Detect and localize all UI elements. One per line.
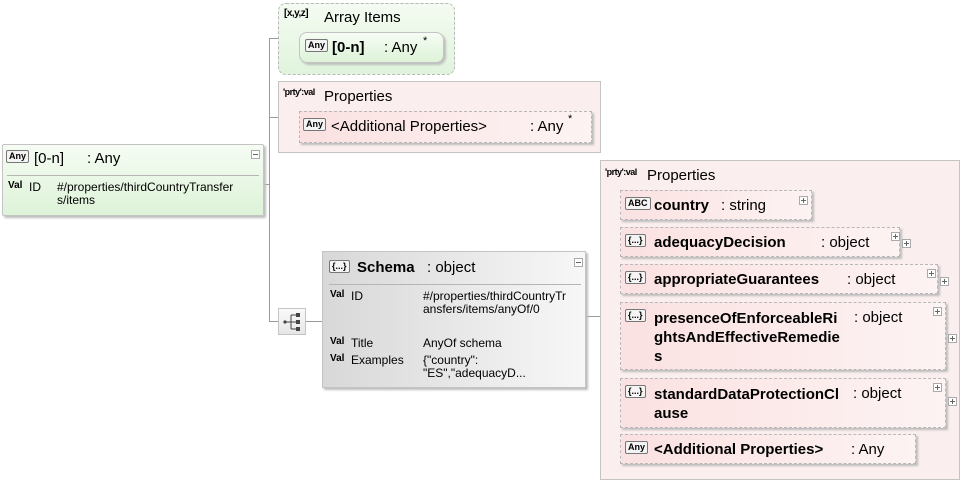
connector-root xyxy=(264,184,270,185)
anyof-schema-box[interactable]: {...} Schema : object Val ID #/propertie… xyxy=(322,251,586,388)
properties-top-title: Properties xyxy=(324,88,393,105)
property-type: : object xyxy=(854,309,903,326)
val-icon: Val xyxy=(8,180,23,191)
array-item-name: [0-n] xyxy=(332,39,365,56)
val-icon: Val xyxy=(330,353,345,364)
schema-examples-label: Examples xyxy=(351,353,404,367)
schema-id-value: #/properties/thirdCountryTransfers/items… xyxy=(423,289,566,316)
property-name: adequacyDecision xyxy=(654,234,786,251)
expand-icon[interactable] xyxy=(927,269,936,278)
schema-type: : object xyxy=(427,259,476,276)
any-type-icon: Any xyxy=(6,150,30,163)
additional-properties-suffix: * xyxy=(568,113,573,125)
expand-icon[interactable] xyxy=(799,196,808,205)
schema-title-label: Title xyxy=(351,336,374,350)
properties-top-container: 'prty':val Properties Any <Additional Pr… xyxy=(278,81,601,153)
string-type-icon: ABC xyxy=(625,197,651,210)
any-type-icon: Any xyxy=(303,118,327,131)
property-additional-properties[interactable]: Any <Additional Properties> : Any xyxy=(620,434,916,464)
collapse-icon[interactable] xyxy=(251,150,260,159)
root-id-value: #/properties/thirdCountryTransfers/items xyxy=(57,180,234,207)
expand-icon[interactable] xyxy=(933,307,942,316)
property-name: <Additional Properties> xyxy=(654,441,824,458)
property-type: : object xyxy=(847,271,896,288)
properties-prefix: 'prty':val xyxy=(605,167,637,177)
property-type: : object xyxy=(853,385,902,402)
collapse-icon[interactable] xyxy=(574,258,583,267)
property-name: appropriateGuarantees xyxy=(654,271,820,288)
array-item-type: : Any xyxy=(384,39,418,56)
val-icon: Val xyxy=(330,289,345,300)
additional-properties-element[interactable]: Any <Additional Properties> : Any * xyxy=(299,111,592,143)
additional-properties-type: : Any xyxy=(530,118,564,135)
expand-icon[interactable] xyxy=(891,232,900,241)
array-items-container: [x,y,z] Array Items Any [0-n] : Any * xyxy=(278,3,455,75)
property-standard-data-protection-clause[interactable]: {...} standardDataProtectionClause : obj… xyxy=(620,378,946,428)
val-icon: Val xyxy=(330,336,345,347)
schema-title-value: AnyOf schema xyxy=(423,336,502,350)
property-adequacy-decision[interactable]: {...} adequacyDecision : object xyxy=(620,227,900,257)
expand-children-icon[interactable] xyxy=(948,397,957,406)
any-type-icon: Any xyxy=(305,39,329,52)
connector-properties-top xyxy=(269,117,281,118)
expand-children-icon[interactable] xyxy=(940,277,949,286)
object-type-icon: {...} xyxy=(625,234,646,247)
object-type-icon: {...} xyxy=(329,260,350,273)
property-presence-of-enforceable-rights[interactable]: {...} presenceOfEnforceableRightsAndEffe… xyxy=(620,302,946,370)
property-type: : object xyxy=(821,234,870,251)
array-item-element[interactable]: Any [0-n] : Any * xyxy=(299,32,444,63)
schema-title: Schema xyxy=(357,259,415,276)
array-item-suffix: * xyxy=(423,35,428,47)
expand-children-icon[interactable] xyxy=(948,334,957,343)
object-type-icon: {...} xyxy=(625,385,646,398)
root-element-box[interactable]: Any [0-n] : Any Val ID #/properties/thir… xyxy=(2,144,264,216)
property-name: presenceOfEnforceableRightsAndEffectiveR… xyxy=(654,310,840,365)
object-type-icon: {...} xyxy=(625,271,646,284)
properties-right-title: Properties xyxy=(647,167,716,184)
property-type: : Any xyxy=(851,441,885,458)
property-country[interactable]: ABC country : string xyxy=(620,190,812,220)
schema-id-label: ID xyxy=(351,289,363,303)
properties-prefix: 'prty':val xyxy=(283,87,315,97)
connector-trunk xyxy=(269,38,270,322)
expand-children-icon[interactable] xyxy=(902,239,911,248)
root-id-label: ID xyxy=(29,180,41,194)
connector-schema-props xyxy=(586,316,600,317)
divider xyxy=(329,284,581,285)
root-type: : Any xyxy=(87,150,121,167)
connector-choice-schema xyxy=(306,321,322,322)
property-name: standardDataProtectionClause xyxy=(654,386,840,422)
property-appropriate-guarantees[interactable]: {...} appropriateGuarantees : object xyxy=(620,264,938,294)
anyof-choice-icon[interactable] xyxy=(278,308,306,335)
schema-examples-value: {"country": "ES","adequacyD... xyxy=(423,353,526,380)
choice-icon xyxy=(283,313,300,331)
connector-choice xyxy=(269,321,278,322)
connector-array-items xyxy=(269,38,278,39)
divider xyxy=(7,175,259,176)
property-type: : string xyxy=(721,197,767,214)
property-name: country xyxy=(654,197,710,214)
additional-properties-name: <Additional Properties> xyxy=(331,118,487,135)
array-items-title: Array Items xyxy=(324,9,401,26)
any-type-icon: Any xyxy=(625,441,649,454)
object-type-icon: {...} xyxy=(625,309,646,322)
root-name: [0-n] xyxy=(34,150,65,167)
expand-icon[interactable] xyxy=(933,383,942,392)
array-prefix: [x,y,z] xyxy=(284,8,309,19)
